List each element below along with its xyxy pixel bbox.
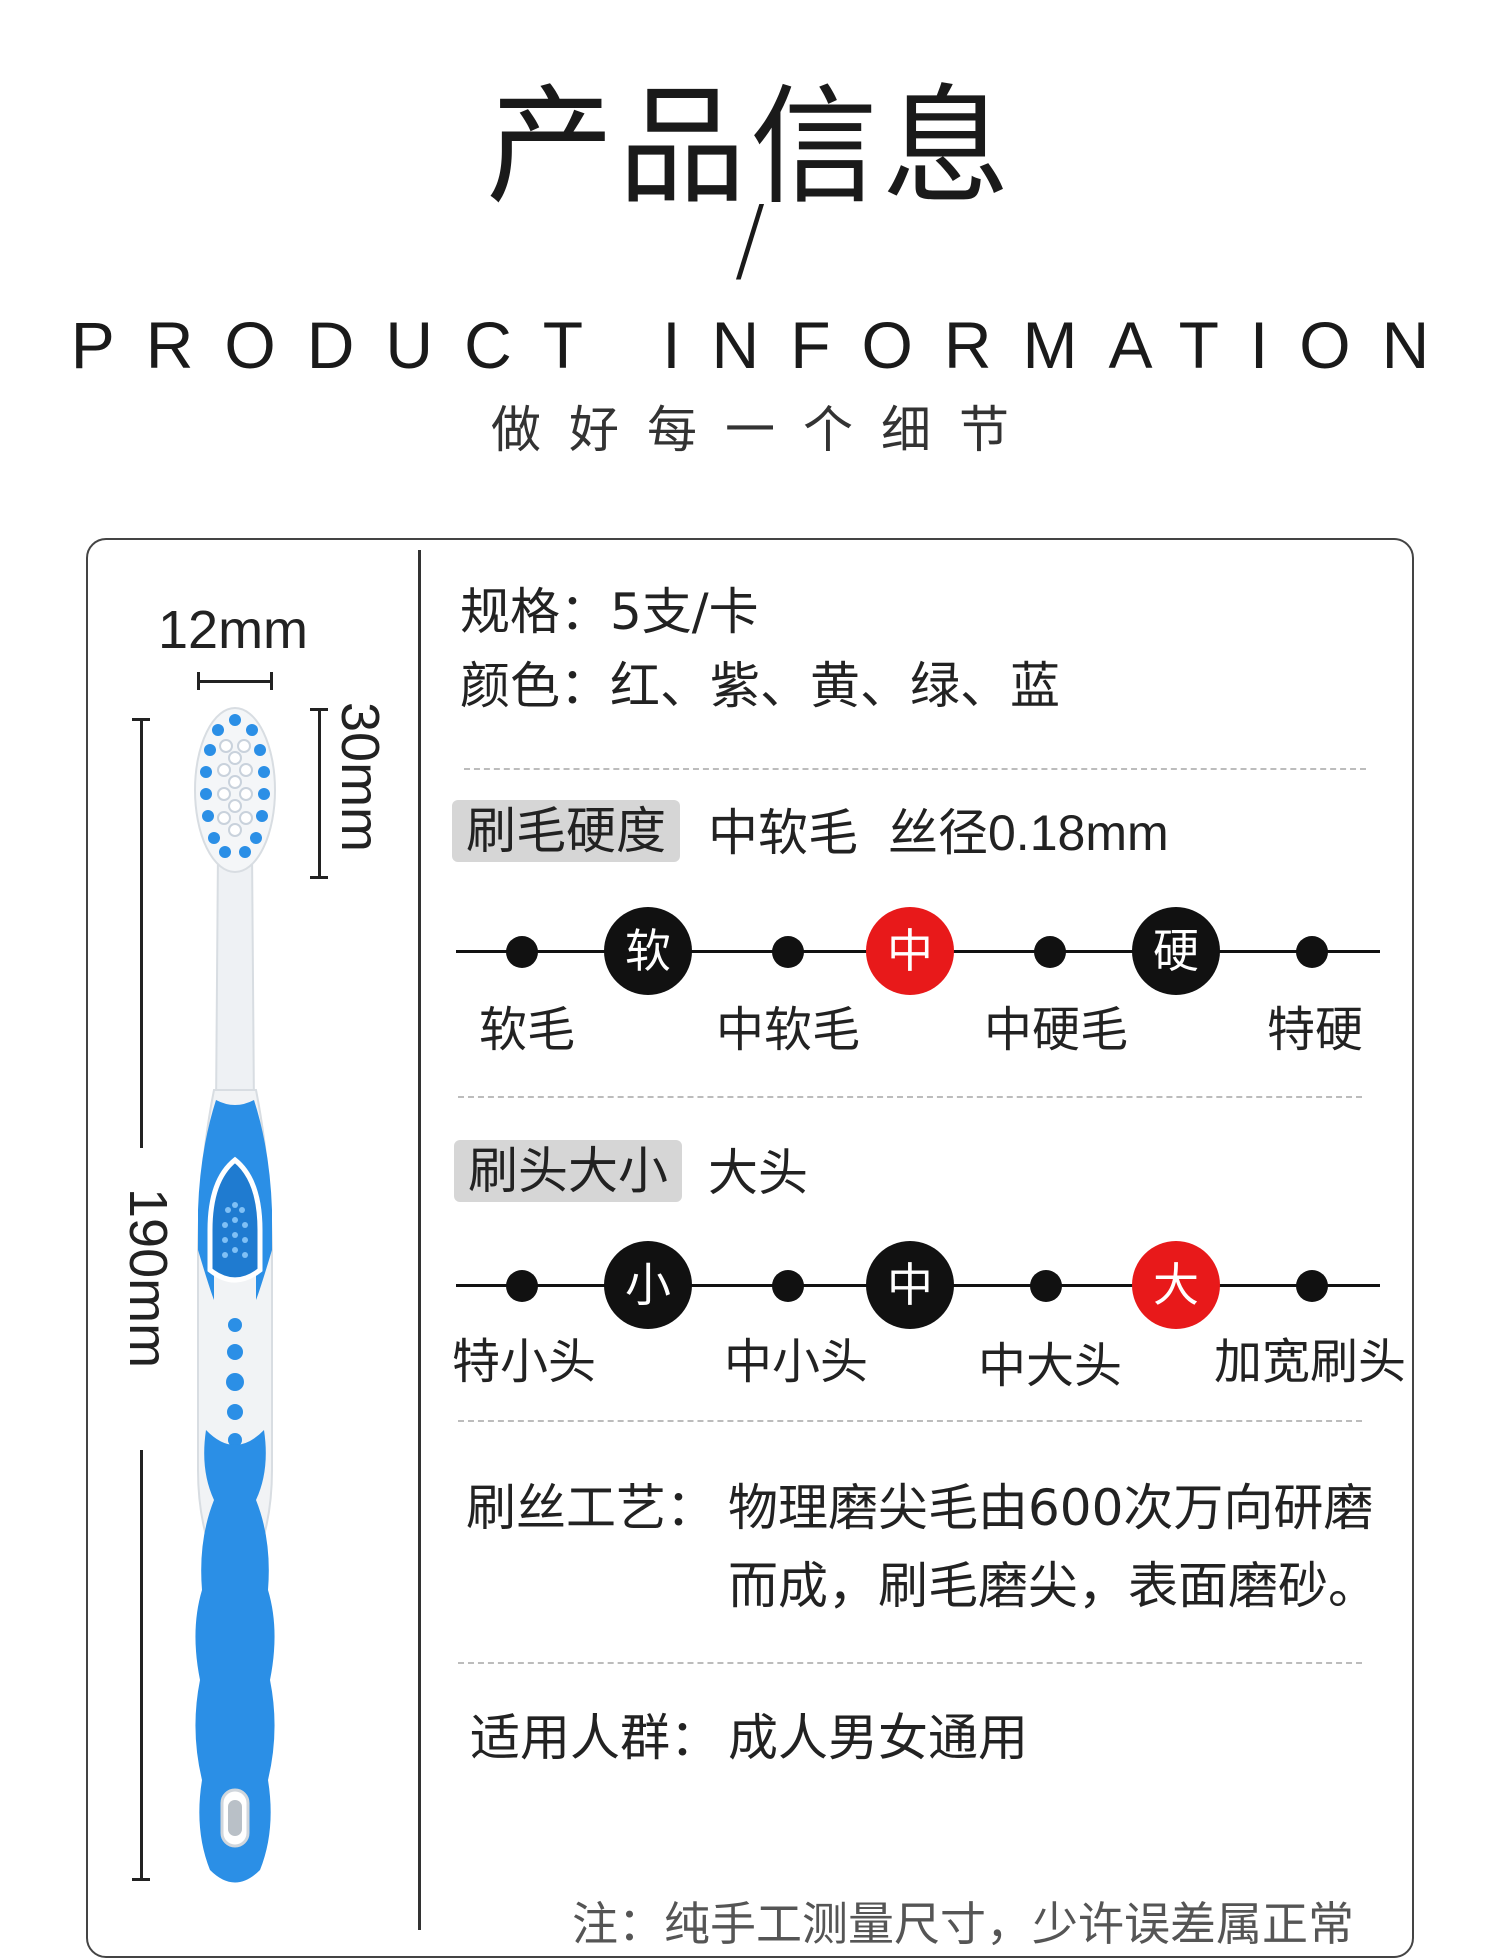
total-length-tick-top xyxy=(132,718,150,721)
head-length-tick-top xyxy=(310,708,328,711)
bristle-marker-medium: 中 xyxy=(866,907,954,995)
head-size-scale-dot xyxy=(506,1270,538,1302)
bristle-value: 中软毛 xyxy=(708,804,858,862)
toothbrush-image xyxy=(194,707,276,1883)
spec-line: 规格：5支/卡 xyxy=(460,583,759,641)
craft-line-1: 物理磨尖毛由600次万向研磨 xyxy=(728,1479,1374,1537)
head-size-scale-dot xyxy=(1030,1270,1062,1302)
head-width-tick-right xyxy=(270,672,273,690)
head-size-marker-medium: 中 xyxy=(866,1241,954,1329)
total-length-line-bottom xyxy=(140,1450,143,1880)
bristle-marker-hard: 硬 xyxy=(1132,907,1220,995)
audience-label: 适用人群： xyxy=(470,1709,720,1767)
head-size-label: 中小头 xyxy=(723,1334,868,1390)
total-length-tick-bottom xyxy=(132,1878,150,1881)
head-size-label: 特小头 xyxy=(452,1334,597,1390)
head-size-marker-small: 小 xyxy=(604,1241,692,1329)
head-size-tag: 刷头大小 xyxy=(454,1140,682,1202)
head-width-line xyxy=(198,680,272,683)
head-length-line xyxy=(318,708,321,878)
color-line: 颜色：红、紫、黄、绿、蓝 xyxy=(460,657,1060,715)
craft-label: 刷丝工艺： xyxy=(466,1479,716,1537)
bristle-label: 中软毛 xyxy=(715,1002,860,1058)
head-length-tick-bottom xyxy=(310,876,328,879)
total-length-line-top xyxy=(140,718,143,1148)
head-size-marker-large: 大 xyxy=(1132,1241,1220,1329)
bristle-scale-dot xyxy=(1296,936,1328,968)
bristle-scale-dot xyxy=(506,936,538,968)
head-size-scale-dot xyxy=(1296,1270,1328,1302)
bristle-scale-dot xyxy=(1034,936,1066,968)
head-size-label: 中大头 xyxy=(977,1338,1122,1394)
measurement-note: 注：纯手工测量尺寸，少许误差属正常 xyxy=(572,1897,1354,1951)
head-width-label: 12mm xyxy=(158,600,309,660)
head-width-tick-left xyxy=(197,672,200,690)
total-length-label: 190mm xyxy=(118,1188,178,1369)
bristle-marker-soft: 软 xyxy=(604,907,692,995)
section-divider xyxy=(458,1096,1362,1098)
page-title: 产品信息 xyxy=(485,73,1014,222)
page-subtitle: 做好每一个细节 xyxy=(491,401,1037,459)
bristle-scale-dot xyxy=(772,936,804,968)
title-separator: / xyxy=(734,186,766,293)
section-divider xyxy=(458,1662,1362,1664)
audience-value: 成人男女通用 xyxy=(728,1709,1028,1767)
bristle-label: 软毛 xyxy=(478,1002,575,1058)
page-title-english: PRODUCT INFORMATION xyxy=(70,308,1461,382)
head-size-scale-dot xyxy=(772,1270,804,1302)
head-size-label: 加宽刷头 xyxy=(1213,1334,1406,1390)
craft-line-2: 而成，刷毛磨尖，表面磨砂。 xyxy=(728,1557,1378,1615)
bristle-label: 中硬毛 xyxy=(983,1002,1128,1058)
section-divider xyxy=(458,1420,1362,1422)
head-size-value: 大头 xyxy=(708,1144,808,1202)
bristle-tag: 刷毛硬度 xyxy=(452,800,680,862)
section-divider xyxy=(464,768,1366,770)
card-divider xyxy=(418,550,421,1930)
bristle-label: 特硬 xyxy=(1266,1002,1363,1058)
bristle-diameter: 丝径0.18mm xyxy=(888,805,1169,861)
head-length-label: 30mm xyxy=(330,702,390,853)
